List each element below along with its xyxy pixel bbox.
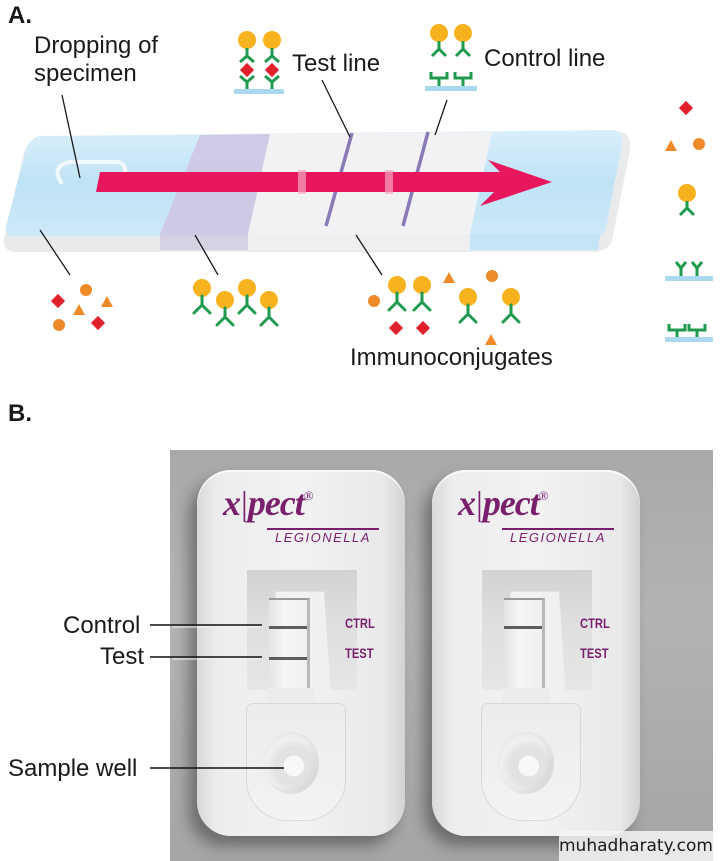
control-line-callout: Control line [484,45,606,72]
panel-b-label: B. [8,400,32,427]
lateral-flow-strip-diagram [3,24,713,345]
dropping-specimen-line2: specimen [34,60,137,87]
control-band [269,626,307,629]
test-callout: Test [100,643,145,670]
watermark: muhadharaty.com [559,831,713,861]
test-line-callout: Test line [292,50,381,77]
sample-well-callout: Sample well [8,755,138,782]
capture-antibody-icon [665,261,713,281]
control-band [504,626,542,629]
control-callout: Control [63,612,141,639]
non-target-triangle-icon [665,140,677,151]
product-name: LEGIONELLA [510,530,606,545]
cassette-positive: x|pect® LEGIONELLA CTRL TEST [197,470,405,836]
flow-direction-arrow [96,160,552,206]
sample-well [263,732,319,794]
ctrl-mark: CTRL [580,615,610,631]
legend-column [665,100,713,342]
test-band [269,657,307,660]
brand-underline [267,528,379,530]
brand-logo: x|pect® [223,483,314,523]
antigen-diamond-icon [678,100,694,116]
dropping-specimen-callout: Dropping of specimen [34,32,158,88]
dropping-specimen-line1: Dropping of [34,32,159,59]
immunoconjugates-callout: Immunoconjugates [350,344,553,371]
gold-labeled-antibody-icon [678,184,696,217]
cassette-negative: x|pect® LEGIONELLA CTRL TEST [432,470,640,836]
specimen-drop-area [55,160,128,186]
leader-lines [39,79,448,276]
brand-logo: x|pect® [458,483,549,523]
test-line-inset-icon [234,31,284,94]
anti-antibody-icon [665,324,713,342]
specimen-analytes-icon [50,284,113,331]
test-strip [3,130,631,252]
product-name: LEGIONELLA [275,530,371,545]
non-target-circle-icon [693,138,705,150]
test-mark: TEST [345,645,374,661]
immunoconjugates-icon [368,270,522,345]
control-line-inset-icon [425,24,477,91]
test-mark: TEST [580,645,609,661]
brand-underline [502,528,614,530]
panel-a-label: A. [8,2,32,29]
cassette-photo: x|pect® LEGIONELLA CTRL TEST x|pect® LEG… [170,450,713,861]
sample-well [498,732,554,794]
ctrl-mark: CTRL [345,615,375,631]
gold-labeled-antibodies-icon [191,277,280,327]
